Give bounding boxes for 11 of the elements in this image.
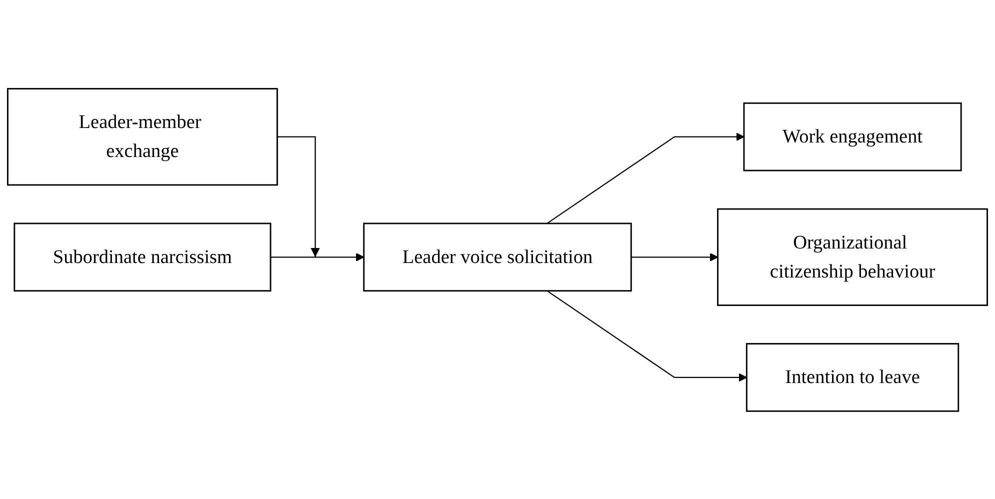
node-box: Intention to leave — [746, 342, 960, 412]
node-box: Subordinate narcissism — [14, 222, 272, 292]
arrow — [546, 290, 748, 382]
arrow — [546, 132, 744, 224]
node-box: Organizational citizenship behaviour — [717, 208, 988, 306]
node-box: Leader-member exchange — [7, 88, 278, 186]
arrow — [270, 252, 364, 261]
arrow — [631, 252, 718, 261]
node-box: Leader voice solicitation — [363, 222, 632, 292]
arrow — [277, 136, 320, 257]
node-box: Work engagement — [743, 102, 962, 171]
